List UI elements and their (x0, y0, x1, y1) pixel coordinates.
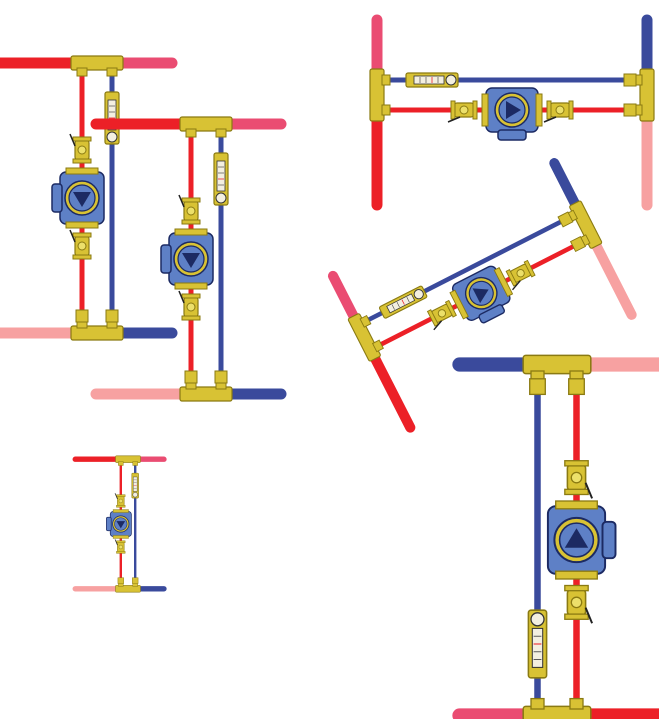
pump-station-left (0, 56, 172, 340)
pump-station-horizontal (370, 20, 654, 205)
pump-station-middle (96, 117, 281, 401)
pump-station-bottom-right (460, 355, 659, 719)
pump-station-small (75, 456, 164, 592)
